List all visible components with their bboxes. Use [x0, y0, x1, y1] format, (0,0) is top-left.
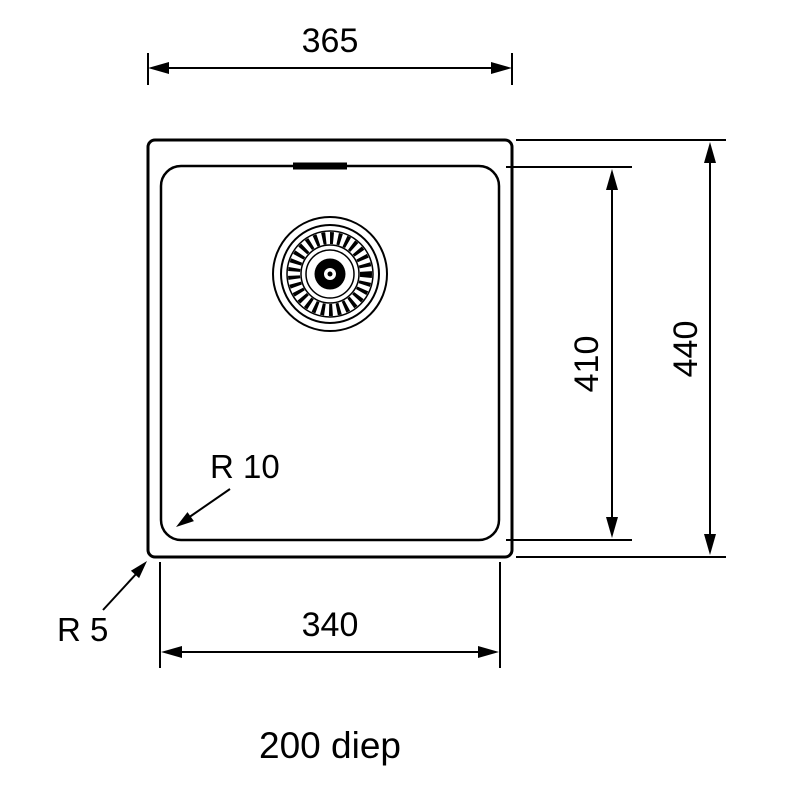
dimension-label-inner-height: 410: [568, 336, 606, 393]
drain-knurl-ticks: [288, 232, 372, 316]
arrowhead-left: [148, 62, 169, 74]
arrowhead-down: [606, 517, 618, 538]
drain-second-ring: [280, 224, 380, 324]
arrowhead-left: [161, 646, 182, 658]
dimension-inner-height: 410: [506, 166, 632, 541]
dimension-top-width: 365: [147, 22, 513, 85]
depth-caption: 200 diep: [259, 725, 401, 766]
drain-knurl-inner-ring: [300, 244, 360, 304]
arrowhead-up: [704, 142, 716, 163]
leader-line: [102, 572, 138, 611]
dimension-outer-height: 440: [516, 139, 726, 558]
arrowhead-up: [606, 169, 618, 190]
dimension-label-bottom-width: 340: [302, 606, 359, 644]
drain-knob-center: [327, 271, 333, 277]
leader-arrowhead: [176, 512, 194, 527]
arrowhead-right: [478, 646, 499, 658]
drain: [272, 216, 388, 332]
callout-inner-radius: R 10: [176, 448, 280, 527]
arrowhead-down: [704, 534, 716, 555]
radius-label-outer: R 5: [57, 611, 108, 648]
drain-inner-ring: [305, 249, 355, 299]
sink-outline: [146, 138, 514, 559]
drain-outer-ring: [272, 216, 388, 332]
dimension-label-outer-height: 440: [667, 321, 705, 378]
arrowhead-right: [491, 62, 512, 74]
leader-line: [187, 488, 231, 519]
radius-label-inner: R 10: [210, 448, 280, 485]
dimension-bottom-width: 340: [159, 562, 501, 668]
dimension-label-top-width: 365: [302, 22, 359, 60]
drain-knurl-outer-ring: [286, 230, 374, 318]
callout-outer-radius: R 5: [57, 561, 147, 648]
sink-outer-edge: [146, 138, 514, 559]
leader-arrowhead: [130, 561, 147, 579]
